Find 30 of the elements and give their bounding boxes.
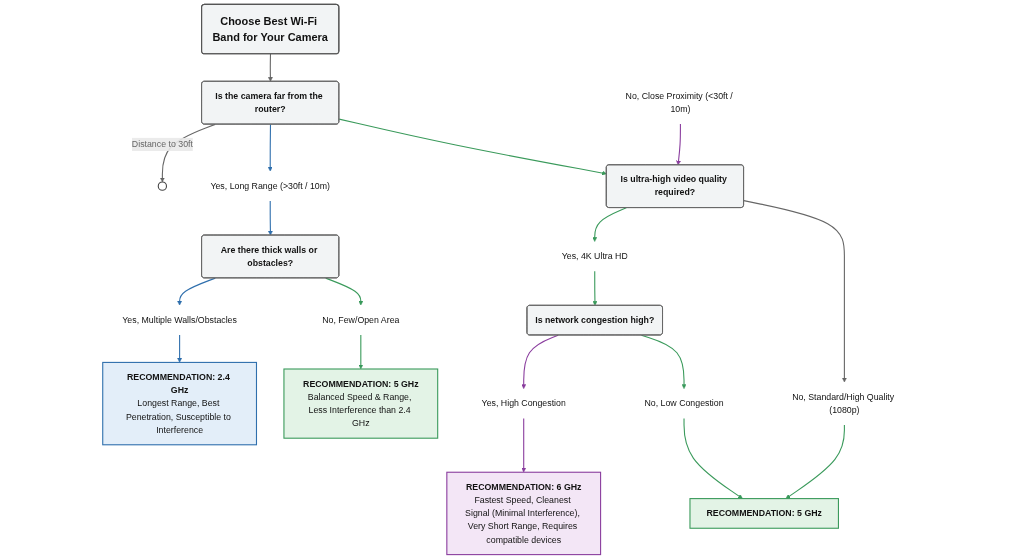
- arrow: [683, 417, 743, 499]
- arrow: [592, 207, 627, 242]
- arrow: [267, 123, 273, 172]
- node-text: Yes, High Congestion: [481, 398, 566, 408]
- arrow: [177, 277, 216, 306]
- arrow: [358, 334, 364, 370]
- arrow: [592, 270, 598, 306]
- arrow: [325, 277, 364, 306]
- node-text: No, Few/Open Area: [322, 315, 400, 325]
- arrow: [177, 334, 183, 363]
- node-text: No, Low Congestion: [644, 398, 724, 408]
- arrow: [521, 334, 559, 389]
- node-text: Yes, Multiple Walls/Obstacles: [122, 315, 237, 325]
- node-box: RECOMMENDATION: 5 GHz Balanced Speed & Range, Less Interference than 2.4 GHz: [283, 368, 439, 439]
- arrow: [743, 200, 847, 383]
- arrow: [785, 424, 845, 499]
- node-text: Yes, 4K Ultra HD: [561, 251, 628, 261]
- node-box: RECOMMENDATION: 2.4 GHz Longest Range, Best Penetration, Susceptible to Interference: [102, 361, 258, 446]
- arrow: [268, 200, 273, 236]
- edge-label: Distance to 30ft: [131, 139, 193, 149]
- node-circle: [157, 181, 168, 191]
- node-text: No, Standard/High Quality (1080p): [792, 392, 895, 415]
- arrow: [268, 53, 273, 82]
- node-text: No, Close Proximity (<30ft / 10m): [625, 91, 733, 114]
- arrow: [338, 118, 607, 176]
- arrow: [676, 123, 681, 166]
- node-box: RECOMMENDATION: 6 GHz Fastest Speed, Cleanest Signal (Minimal Interference), Very Short Range, Requires compatible devices: [446, 471, 602, 556]
- node-box: RECOMMENDATION: 5 GHz: [689, 498, 839, 529]
- node-text: Yes, Long Range (>30ft / 10m): [210, 181, 331, 191]
- arrow: [521, 417, 527, 473]
